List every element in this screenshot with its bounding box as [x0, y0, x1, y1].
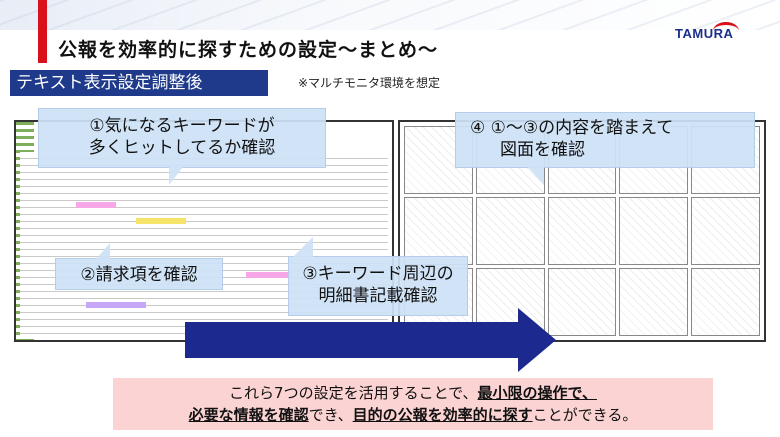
summary-text: ことができる。: [532, 406, 638, 424]
callout-claims: ②請求項を確認: [55, 243, 223, 290]
page-title: 公報を効率的に探すための設定～まとめ～: [58, 39, 439, 61]
summary-emphasis: 必要な情報を確認: [188, 406, 309, 424]
summary-line-2: 必要な情報を確認でき、目的の公報を効率的に探すことができる。: [113, 404, 713, 426]
drawing-thumbnail: [619, 268, 689, 336]
summary-emphasis: 最小限の操作で、: [477, 384, 597, 402]
drawing-thumbnail: [691, 268, 760, 336]
keyword-highlight: [246, 272, 291, 278]
drawing-thumbnail: [547, 268, 617, 336]
callout-line: 明細書記載確認: [318, 286, 438, 306]
company-logo: TAMURA: [675, 22, 745, 44]
drawing-thumbnail: [547, 197, 617, 265]
flow-arrow-head-icon: [518, 308, 556, 372]
callout-line: 図面を確認: [500, 140, 585, 160]
drawing-thumbnail: [691, 197, 760, 265]
summary-box: これら7つの設定を活用することで、最小限の操作で、 必要な情報を確認でき、目的の…: [113, 378, 713, 430]
summary-line-1: これら7つの設定を活用することで、最小限の操作で、: [113, 382, 713, 404]
accent-bar: [38, 0, 47, 63]
summary-text: でき、: [308, 406, 353, 424]
callout-line: ④ ①～③の内容を踏まえて: [470, 118, 674, 138]
logo-swoosh-icon: [713, 22, 739, 40]
drawing-thumbnail: [404, 197, 473, 265]
callout-line: 多くヒットしてるか確認: [88, 138, 276, 158]
callout-keyword-hits: ①気になるキーワードが 多くヒットしてるか確認: [38, 108, 326, 185]
keyword-highlight: [86, 302, 146, 308]
top-band: [0, 0, 780, 30]
summary-text: これら7つの設定を活用することで、: [229, 384, 478, 402]
section-subtitle: テキスト表示設定調整後: [10, 70, 268, 96]
summary-emphasis: 目的の公報を効率的に探す: [352, 406, 533, 424]
flow-arrow-body: [185, 322, 519, 358]
callout-description: ③キーワード周辺の 明細書記載確認: [288, 237, 468, 316]
keyword-highlight: [76, 202, 116, 208]
callout-line: ①気になるキーワードが: [89, 116, 275, 136]
section-note: ※マルチモニタ環境を想定: [298, 76, 441, 90]
drawing-thumbnail: [475, 197, 545, 265]
callout-drawings: ④ ①～③の内容を踏まえて 図面を確認: [455, 112, 755, 185]
drawing-thumbnail: [619, 197, 689, 265]
keyword-highlight: [136, 218, 186, 224]
callout-line: ③キーワード周辺の: [302, 264, 454, 284]
